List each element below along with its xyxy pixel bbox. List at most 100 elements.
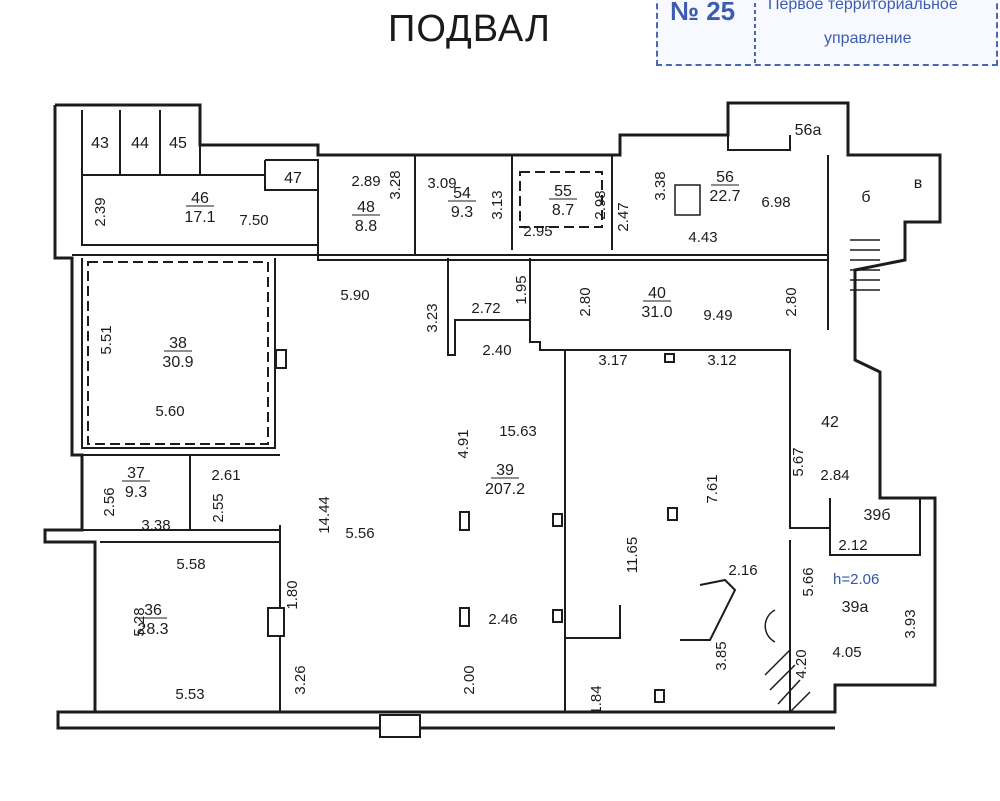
dimension-label: 2.80 xyxy=(783,287,800,316)
dimension-label: 3.12 xyxy=(707,352,736,369)
dimension-label: 11.65 xyxy=(624,537,641,573)
room-number: 48 xyxy=(357,199,375,216)
room-area: 31.0 xyxy=(641,304,672,321)
stair-hatching xyxy=(764,239,880,713)
dimension-label: 5.51 xyxy=(98,325,115,354)
dimension-label: 3.17 xyxy=(598,352,627,369)
outer-walls xyxy=(43,101,942,730)
dimension-label: 2.98 xyxy=(592,190,609,219)
door-arc xyxy=(674,184,776,643)
room-label-rv: в xyxy=(914,175,923,192)
dimension-label: 2.72 xyxy=(471,300,500,317)
room-number: 56 xyxy=(716,169,734,186)
dimension-label: 5.58 xyxy=(176,556,205,573)
dimension-label: 2.40 xyxy=(482,342,511,359)
room-label-r44: 44 xyxy=(131,135,149,152)
dimension-label: 2.61 xyxy=(211,467,240,484)
dimension-label: 2.55 xyxy=(210,493,227,522)
dimension-label: 1.95 xyxy=(513,275,530,304)
room-number: 44 xyxy=(131,135,149,152)
room-label-r39a: 39а xyxy=(842,599,869,616)
room-number: 43 xyxy=(91,135,109,152)
dimension-label: 3.09 xyxy=(427,175,456,192)
room-label-r45: 45 xyxy=(169,135,187,152)
dimension-label: 6.98 xyxy=(761,194,790,211)
dimension-label: 2.89 xyxy=(351,173,380,190)
dimension-label: 4.20 xyxy=(793,649,810,678)
dimension-label: 4.91 xyxy=(455,429,472,458)
dimension-label: 2.16 xyxy=(728,562,757,579)
room-number: 46 xyxy=(191,190,209,207)
room-number: б xyxy=(861,189,870,206)
dimension-label: 5.56 xyxy=(345,525,374,542)
room-area: 9.3 xyxy=(125,484,147,501)
dimension-label: 3.85 xyxy=(713,641,730,670)
ceiling-height-label: h=2.06 xyxy=(833,571,879,588)
room-number: 54 xyxy=(453,185,471,202)
room-number: 38 xyxy=(169,335,187,352)
stamp-line-1: Первое территориальное xyxy=(768,0,958,13)
dimension-label: 3.23 xyxy=(424,303,441,332)
room-area: 9.3 xyxy=(451,204,473,221)
dimension-label: 2.80 xyxy=(577,287,594,316)
room-number: 47 xyxy=(284,170,302,187)
dimension-label: 2.39 xyxy=(92,197,109,226)
dashed-boundaries xyxy=(87,171,603,445)
room-label-r39b: 39б xyxy=(864,507,891,524)
room-number: в xyxy=(914,175,923,192)
room-area: 8.8 xyxy=(355,218,377,235)
dimension-label: 4.05 xyxy=(832,644,861,661)
dimension-label: 1.80 xyxy=(284,580,301,609)
room-label-r39: 39 207.2 xyxy=(485,462,525,498)
dimension-label: 2.84 xyxy=(820,467,849,484)
room-number: 56а xyxy=(795,122,822,139)
dimension-label: 5.60 xyxy=(155,403,184,420)
dimension-label: 3.93 xyxy=(902,609,919,638)
room-label-r56a: 56а xyxy=(795,122,822,139)
room-label-r46: 46 17.1 xyxy=(184,190,215,226)
dimension-label: 3.26 xyxy=(292,665,309,694)
columns xyxy=(267,349,678,738)
dimension-label: 7.50 xyxy=(239,212,268,229)
dimension-label: 15.63 xyxy=(499,423,537,440)
room-area: 207.2 xyxy=(485,481,525,498)
room-number: 39а xyxy=(842,599,869,616)
floor-title: ПОДВАЛ xyxy=(388,8,551,50)
dimension-label: 5.66 xyxy=(800,567,817,596)
dimension-label: 5.90 xyxy=(340,287,369,304)
dimension-label: 2.46 xyxy=(488,611,517,628)
dimension-label: 2.95 xyxy=(523,223,552,240)
room-label-r47: 47 xyxy=(284,170,302,187)
room-area: 17.1 xyxy=(184,209,215,226)
room-number: 36 xyxy=(144,602,162,619)
room-number: 42 xyxy=(821,414,839,431)
stamp-divider xyxy=(754,0,756,64)
room-label-r56: 56 22.7 xyxy=(709,169,740,205)
dimension-label: 3.13 xyxy=(489,190,506,219)
dimension-label: 3.38 xyxy=(141,517,170,534)
stamp-number: № 25 xyxy=(670,0,736,26)
room-number: 39б xyxy=(864,507,891,524)
dimension-label: 2.56 xyxy=(101,487,118,516)
dimension-label: 4.43 xyxy=(688,229,717,246)
room-label-r42: 42 xyxy=(821,414,839,431)
dimension-label: 14.44 xyxy=(316,496,333,534)
room-number: 45 xyxy=(169,135,187,152)
room-number: 39 xyxy=(496,462,514,479)
dimension-label: 3.28 xyxy=(387,170,404,199)
dimension-label: 9.49 xyxy=(703,307,732,324)
room-area: 22.7 xyxy=(709,188,740,205)
dimension-label: 5.67 xyxy=(790,447,807,476)
room-label-r43: 43 xyxy=(91,135,109,152)
room-number: 37 xyxy=(127,465,145,482)
dimension-label: 5.53 xyxy=(175,686,204,703)
